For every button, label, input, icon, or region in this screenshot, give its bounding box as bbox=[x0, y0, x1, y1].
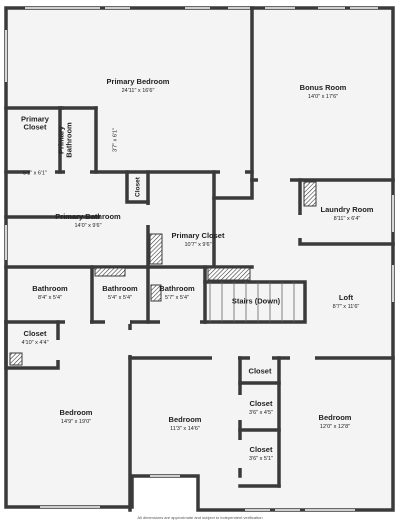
room-name: Closet bbox=[23, 329, 47, 339]
room-name: Bedroom bbox=[318, 413, 352, 423]
room-dims: 12'0" x 12'8" bbox=[319, 423, 351, 430]
room-bathroom-2: Bathroom 5'4" x 5'4" bbox=[102, 284, 138, 301]
room-dims: 14'9" x 19'0" bbox=[60, 418, 92, 425]
room-loft: Loft 8'7" x 11'6" bbox=[332, 293, 360, 310]
room-bathroom-3: Bathroom 5'7" x 5'4" bbox=[159, 284, 195, 301]
room-name: Bedroom bbox=[168, 415, 202, 425]
room-closet-3: Closet bbox=[248, 366, 272, 377]
room-closet-4: Closet 3'6" x 4'5" bbox=[248, 399, 274, 416]
room-name: Primary Closet bbox=[21, 114, 49, 133]
fixtures bbox=[9, 181, 317, 366]
room-name: Bathroom bbox=[159, 284, 195, 294]
room-dims: 10'7" x 9'6" bbox=[184, 241, 212, 248]
room-bonus-room: Bonus Room 14'0" x 17'6" bbox=[299, 83, 347, 100]
room-bathroom-1: Bathroom 8'4" x 5'4" bbox=[32, 284, 68, 301]
room-primary-closet-1: Primary Closet 5'1" x 6'1" bbox=[21, 79, 49, 196]
room-name: Loft bbox=[338, 293, 354, 303]
room-dims: 11'3" x 14'6" bbox=[170, 425, 200, 432]
room-dims: 8'7" x 11'6" bbox=[332, 303, 360, 310]
room-dims: 5'1" x 6'1" bbox=[22, 170, 48, 177]
stair-treads bbox=[209, 282, 295, 322]
room-name: Bedroom bbox=[59, 408, 93, 418]
room-name: Bathroom bbox=[32, 284, 68, 294]
room-name: Primary Bedroom bbox=[106, 77, 170, 87]
room-name: Primary Bathroom bbox=[55, 212, 121, 222]
floor-area bbox=[6, 8, 393, 510]
room-dims: 3'6" x 4'5" bbox=[248, 409, 274, 416]
room-dims: 3'7" x 6'1" bbox=[112, 127, 119, 153]
room-dims: 14'0" x 17'6" bbox=[307, 93, 339, 100]
windows bbox=[5, 7, 394, 511]
room-name: Bonus Room bbox=[299, 83, 347, 93]
room-primary-closet-2: Primary Closet 10'7" x 9'6" bbox=[171, 231, 225, 248]
room-dims: 5'7" x 5'4" bbox=[164, 294, 190, 301]
room-closet-2: Closet 4'10" x 4'4" bbox=[21, 329, 49, 346]
room-closet-5: Closet 3'6" x 5'1" bbox=[248, 445, 274, 462]
room-dims: 8'11" x 6'4" bbox=[333, 215, 361, 222]
disclaimer-text: All dimensions are approximate and subje… bbox=[137, 515, 263, 520]
room-primary-bathroom-small: Primary Bathroom 3'7" x 6'1" bbox=[21, 122, 138, 157]
room-name: Closet bbox=[134, 177, 142, 197]
room-name: Bathroom bbox=[102, 284, 138, 294]
room-bedroom-3: Bedroom 12'0" x 12'8" bbox=[318, 413, 352, 430]
room-primary-bedroom: Primary Bedroom 24'11" x 16'6" bbox=[106, 77, 170, 94]
room-dims: 8'4" x 5'4" bbox=[37, 294, 63, 301]
room-name: Primary Bathroom bbox=[56, 122, 75, 158]
room-dims: 5'4" x 5'4" bbox=[107, 294, 133, 301]
room-bedroom-2: Bedroom 11'3" x 14'6" bbox=[168, 415, 202, 432]
door-openings bbox=[30, 170, 315, 468]
room-dims: 14'0" x 9'6" bbox=[74, 222, 102, 229]
room-dims: 24'11" x 16'6" bbox=[121, 87, 155, 94]
room-name: Primary Closet bbox=[171, 231, 225, 241]
room-dims: 4'10" x 4'4" bbox=[21, 339, 49, 346]
room-name: Stairs (Down) bbox=[231, 296, 281, 306]
room-bedroom-1: Bedroom 14'9" x 19'0" bbox=[59, 408, 93, 425]
room-closet-small: Closet bbox=[134, 177, 141, 197]
room-dims: 3'6" x 5'1" bbox=[248, 455, 274, 462]
room-name: Closet bbox=[249, 445, 273, 455]
room-primary-bathroom: Primary Bathroom 14'0" x 9'6" bbox=[55, 212, 121, 229]
room-stairs: Stairs (Down) bbox=[231, 296, 281, 307]
room-laundry-room: Laundry Room 8'11" x 6'4" bbox=[320, 205, 374, 222]
room-name: Closet bbox=[249, 399, 273, 409]
room-name: Laundry Room bbox=[320, 205, 374, 215]
room-name: Closet bbox=[248, 366, 272, 376]
